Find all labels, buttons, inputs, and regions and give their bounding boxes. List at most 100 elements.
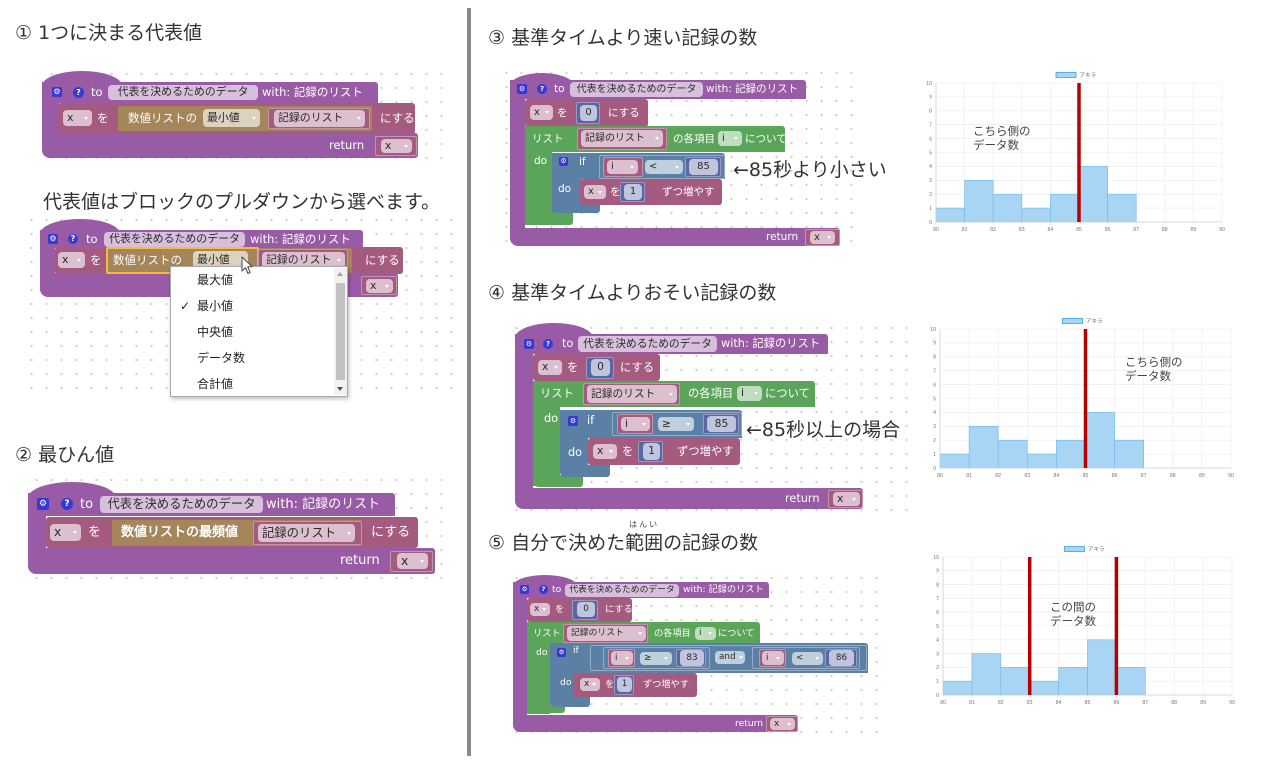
procedure-spine[interactable] (28, 515, 46, 550)
menu-scrollbar[interactable] (334, 268, 347, 395)
operator-value: ≥ (662, 417, 671, 430)
help-icon[interactable]: ? (73, 87, 84, 98)
threshold-field[interactable]: 85 (707, 416, 736, 432)
number-field[interactable]: 0 (580, 105, 597, 121)
operator-dropdown[interactable]: ≥ (640, 652, 672, 665)
return-variable-dropdown[interactable]: x (833, 492, 860, 506)
number-field[interactable]: 0 (591, 359, 610, 376)
variable-dropdown[interactable]: x (584, 185, 606, 199)
for-each-spine[interactable] (533, 406, 560, 486)
variable-dropdown[interactable]: x (50, 524, 81, 541)
loop-variable-dropdown[interactable]: i (737, 386, 762, 401)
return-variable-dropdown[interactable]: x (397, 553, 428, 569)
gear-icon[interactable]: ⚙ (517, 84, 527, 94)
gear-icon[interactable]: ⚙ (568, 416, 578, 426)
variable-dropdown[interactable]: x (538, 360, 562, 375)
step-field[interactable]: 1 (624, 184, 642, 200)
procedure-footer[interactable] (515, 488, 863, 509)
step-field[interactable]: 1 (643, 443, 660, 460)
variable-name: x (401, 553, 409, 568)
menu-item-sum[interactable]: 合計値 (171, 371, 333, 397)
procedure-spine[interactable] (510, 98, 525, 230)
list-variable-dropdown[interactable]: 記録のリスト (274, 110, 365, 127)
variable-dropdown[interactable]: x (580, 678, 600, 691)
help-icon[interactable]: ? (539, 585, 548, 594)
for-each-bottom[interactable] (525, 212, 573, 225)
loop-variable-dropdown[interactable]: i (718, 131, 742, 146)
variable-dropdown[interactable]: i (621, 417, 650, 431)
scroll-up-arrow-icon[interactable] (337, 272, 343, 276)
statistic-dropdown-menu[interactable]: 最大値 ✓最小値 中央値 データ数 合計値 (170, 266, 348, 397)
list-variable-dropdown[interactable]: 記録のリスト (258, 524, 355, 542)
gear-icon[interactable]: ⚙ (48, 234, 58, 244)
variable-name: x (370, 279, 377, 292)
for-each-bottom[interactable] (527, 703, 565, 713)
variable-dropdown[interactable]: x (593, 444, 617, 459)
for-each-spine[interactable] (527, 644, 550, 714)
list-variable-dropdown[interactable]: 記録のリスト (567, 626, 646, 641)
gear-icon[interactable]: ⚙ (559, 157, 568, 166)
logic-operator-dropdown[interactable]: and (715, 651, 745, 664)
dropdown-arrow-icon (420, 559, 424, 563)
function-name-field[interactable]: 代表を決めるためのデータ (104, 232, 245, 247)
operator-dropdown[interactable]: < (645, 160, 683, 174)
help-icon[interactable]: ? (537, 84, 547, 94)
function-name-field[interactable]: 代表を決めるためのデータ (108, 85, 258, 100)
function-name-field[interactable]: 代表を決めるためのデータ (570, 82, 703, 97)
scrollbar-thumb[interactable] (336, 283, 345, 380)
procedure-spine[interactable] (513, 597, 527, 717)
variable-dropdown[interactable]: x (530, 105, 553, 120)
function-name-field[interactable]: 代表を決めるためのデータ (578, 336, 717, 352)
variable-dropdown[interactable]: i (611, 651, 633, 665)
menu-item-min[interactable]: ✓最小値 (171, 293, 333, 319)
list-variable-dropdown[interactable]: 記録のリスト (587, 385, 677, 403)
procedure-spine[interactable] (40, 247, 55, 275)
help-icon[interactable]: ? (543, 339, 553, 349)
variable-dropdown[interactable]: i (762, 651, 784, 665)
gear-icon[interactable]: ⚙ (557, 648, 566, 657)
statistic-dropdown[interactable]: 最小値 (203, 109, 260, 127)
return-variable-dropdown[interactable]: x (381, 139, 412, 153)
for-each-bottom[interactable] (533, 475, 583, 487)
gear-icon[interactable]: ⚙ (37, 498, 49, 510)
threshold-field[interactable]: 85 (689, 159, 718, 175)
ruby-base: 範囲 (625, 532, 664, 554)
procedure-spine[interactable] (515, 353, 533, 490)
lower-bound-field[interactable]: 83 (680, 650, 704, 666)
return-variable-dropdown[interactable]: x (366, 279, 393, 293)
help-icon[interactable]: ? (68, 234, 78, 244)
if-bottom[interactable] (560, 465, 610, 477)
procedure-spine[interactable] (42, 102, 59, 135)
upper-bound-field[interactable]: 86 (829, 650, 854, 666)
if-bottom[interactable] (550, 697, 590, 707)
list-variable-dropdown[interactable]: 記録のリスト (581, 130, 663, 147)
menu-item-median[interactable]: 中央値 (171, 319, 333, 345)
function-name-field[interactable]: 代表を決めるためのデータ (565, 584, 679, 597)
gear-icon[interactable]: ⚙ (52, 87, 62, 97)
return-variable-dropdown[interactable]: x (810, 231, 835, 244)
list-variable-dropdown[interactable]: 記録のリスト (262, 252, 345, 269)
operator-dropdown[interactable]: < (792, 652, 823, 665)
number-field[interactable]: 0 (577, 602, 595, 617)
procedure-footer[interactable] (513, 715, 798, 732)
menu-item-max[interactable]: 最大値 (171, 267, 333, 293)
return-variable-dropdown[interactable]: x (770, 718, 795, 730)
step-field[interactable]: 1 (617, 677, 632, 692)
variable-dropdown[interactable]: x (63, 110, 92, 126)
procedure-footer[interactable] (510, 228, 840, 246)
gear-icon[interactable]: ⚙ (520, 585, 529, 594)
if-bottom[interactable] (552, 203, 600, 213)
loop-variable-dropdown[interactable]: i (695, 627, 716, 640)
procedure-footer[interactable] (42, 133, 418, 158)
menu-item-count[interactable]: データ数 (171, 345, 333, 371)
operator-dropdown[interactable]: ≥ (658, 417, 694, 431)
help-icon[interactable]: ? (61, 498, 73, 510)
function-name-field[interactable]: 代表を決めるためのデータ (100, 496, 263, 513)
variable-dropdown[interactable]: x (58, 252, 85, 268)
variable-dropdown[interactable]: x (530, 603, 550, 616)
variable-dropdown[interactable]: i (607, 160, 638, 174)
gear-icon[interactable]: ⚙ (524, 339, 534, 349)
procedure-footer[interactable] (28, 548, 435, 574)
scroll-down-arrow-icon[interactable] (337, 387, 343, 391)
x-tick-label: 89 (1200, 700, 1206, 706)
